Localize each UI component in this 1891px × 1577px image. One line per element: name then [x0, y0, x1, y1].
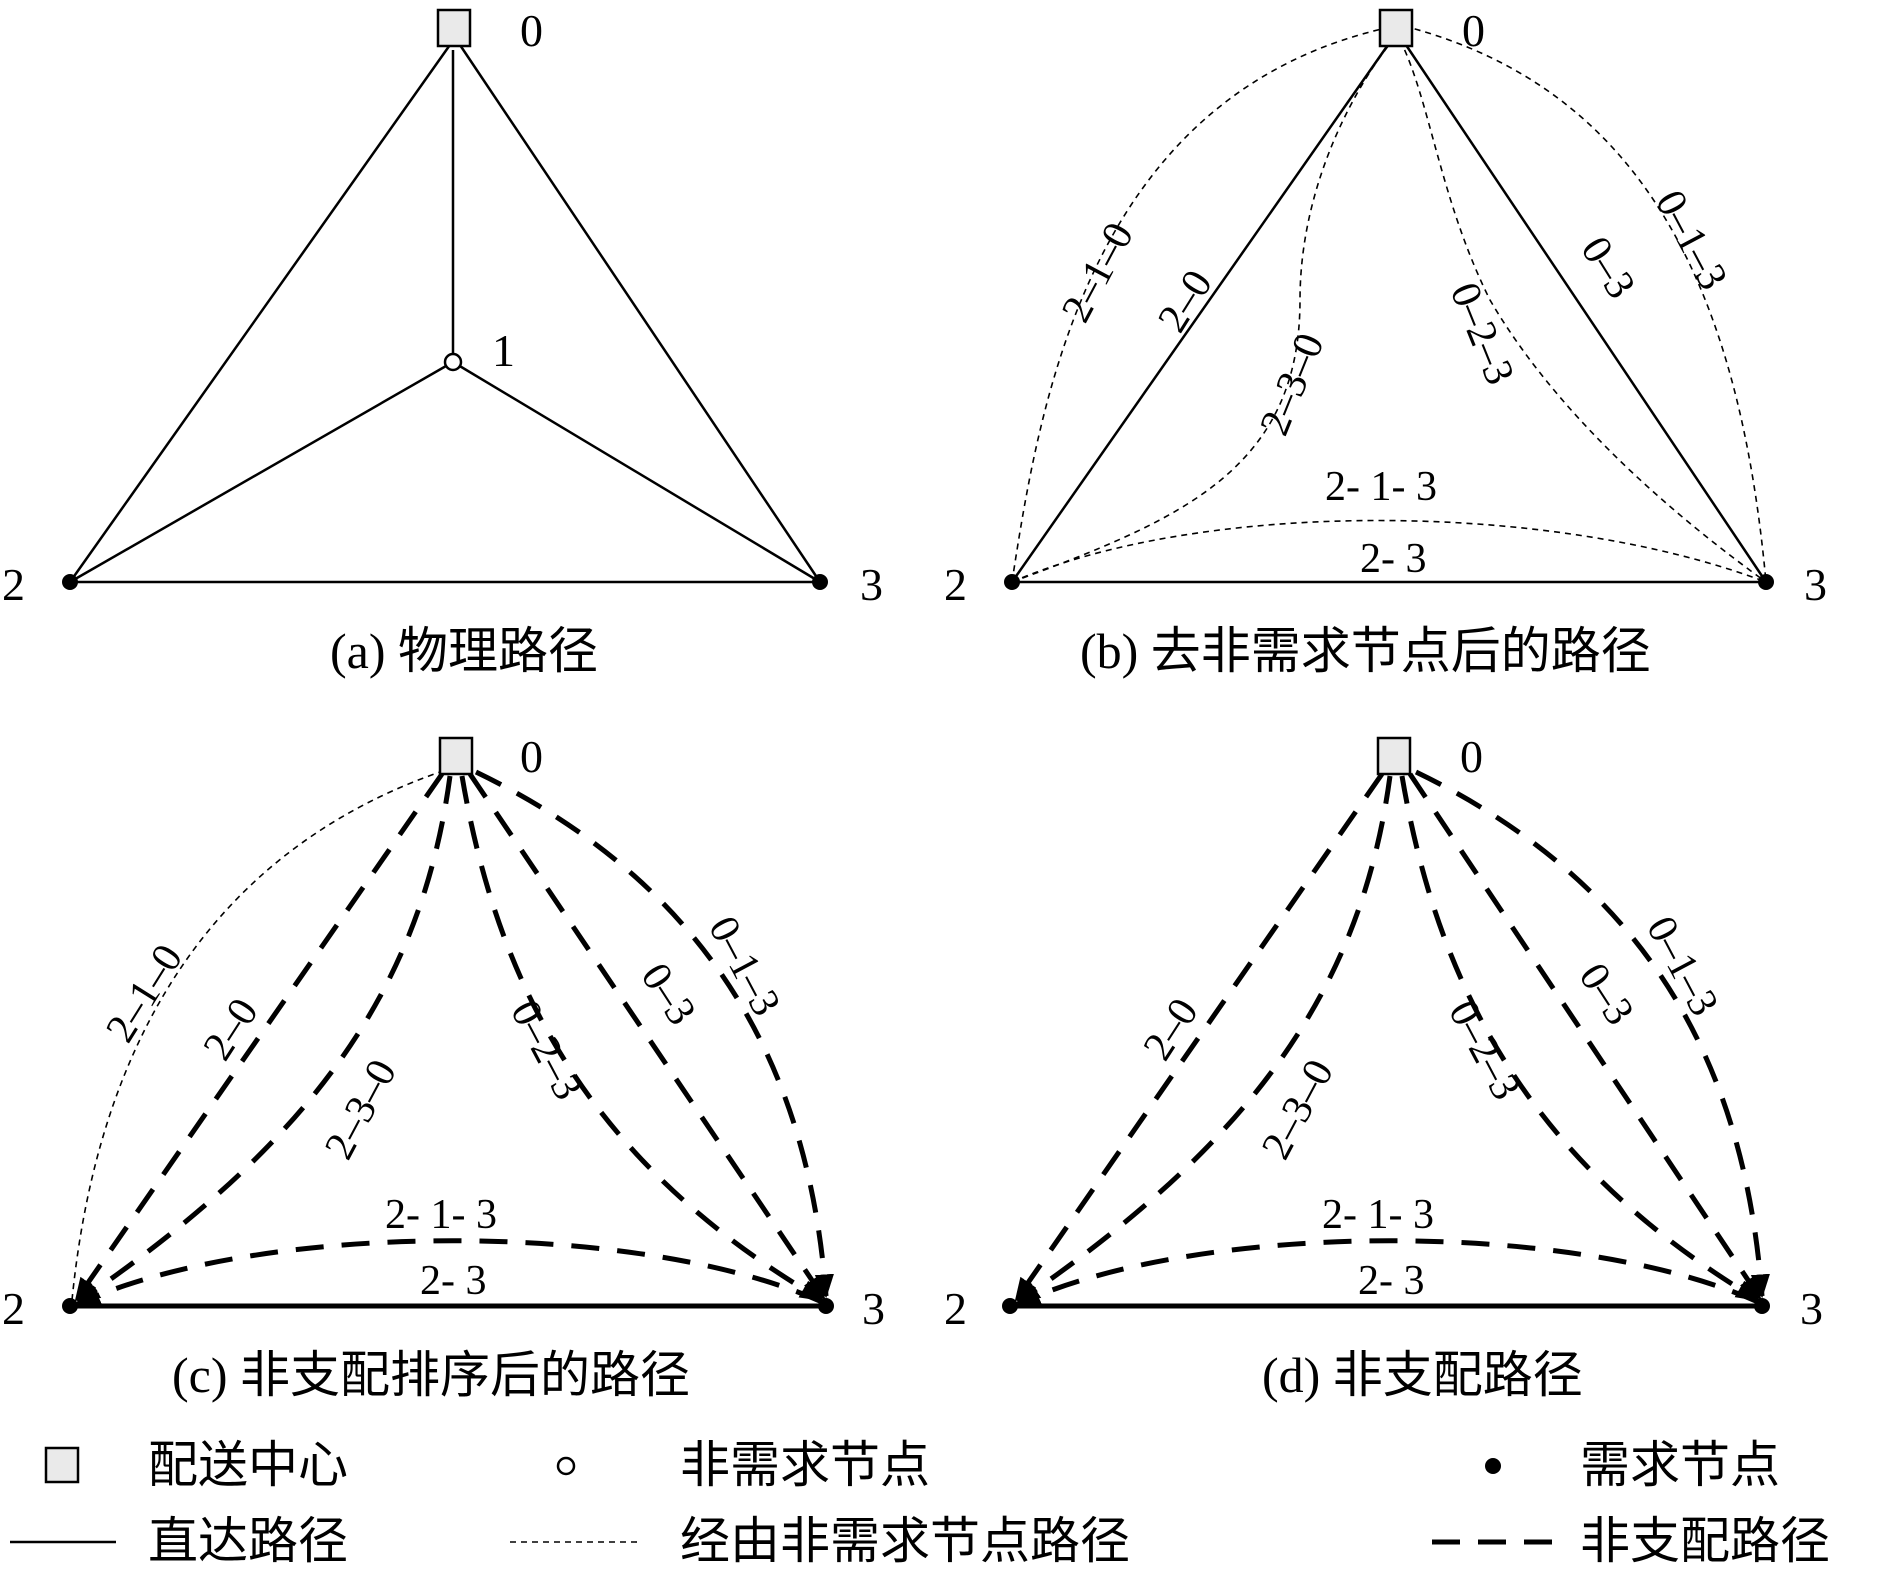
path-label-2-3: 2- 3: [420, 1258, 487, 1304]
path-2-3-0: [1011, 39, 1394, 583]
path-2-3-0: [76, 775, 453, 1305]
legend: 配送中心 非需求节点 需求节点 直达路径 经由非需求节点路径 非支配路径: [10, 1437, 1830, 1569]
legend-non-demand-node-label: 非需求节点: [680, 1437, 930, 1493]
edge-2-0: [1010, 41, 1392, 583]
path-label-0-1-3: 0–1–3: [1637, 909, 1727, 1023]
node-label-0: 0: [1462, 5, 1485, 56]
path-2-1-0: [1011, 25, 1396, 583]
demand-node-2: [62, 1298, 78, 1314]
legend-distribution-center-label: 配送中心: [148, 1437, 348, 1493]
path-0-2-3: [1399, 775, 1761, 1303]
path-0-2-3: [1399, 39, 1767, 583]
edge-0-3: [456, 41, 822, 583]
caption-c: (c) 非支配排序后的路径: [172, 1347, 690, 1403]
panel-b: 0 2 3 2–1–0 2–0 2–3–0 0–2–3 0–3 0–1–3 2-…: [944, 5, 1827, 679]
demand-node-3: [1758, 574, 1774, 590]
path-2-1-0: [71, 771, 441, 1301]
node-label-3: 3: [1800, 1283, 1823, 1334]
path-label-2-0: 2–0: [1149, 262, 1221, 340]
distribution-center-node: [1376, 736, 1412, 776]
edge-1-3: [452, 360, 821, 584]
node-label-1: 1: [492, 325, 515, 376]
path-2-0: [1013, 772, 1385, 1302]
node-label-2: 2: [2, 1283, 25, 1334]
path-label-2-3-0: 2–3–0: [316, 1052, 406, 1166]
legend-demand-node-label: 需求节点: [1580, 1437, 1780, 1493]
demand-node-2: [1004, 574, 1020, 590]
path-label-2-0: 2–0: [195, 991, 268, 1069]
node-label-0: 0: [1460, 731, 1483, 782]
node-label-3: 3: [1804, 559, 1827, 610]
legend-distribution-center-symbol: [44, 1446, 80, 1484]
path-0-1-3: [1403, 25, 1767, 583]
node-label-3: 3: [860, 559, 883, 610]
distribution-center-node: [436, 8, 472, 48]
path-label-0-1-3: 0–1–3: [699, 909, 789, 1023]
edge-1-2: [69, 360, 454, 584]
node-label-0: 0: [520, 731, 543, 782]
path-2-1-3: [1011, 519, 1767, 583]
demand-node-2: [1002, 1298, 1018, 1314]
path-0-1-3: [1414, 769, 1770, 1299]
node-label-2: 2: [944, 559, 967, 610]
path-label-0-2-3: 0–2–3: [1439, 993, 1529, 1107]
demand-node-2: [62, 574, 78, 590]
path-0-2-3: [459, 775, 825, 1303]
path-label-0-3: 0–3: [1572, 229, 1644, 307]
demand-node-3: [812, 574, 828, 590]
node-label-3: 3: [862, 1283, 885, 1334]
path-label-2-3-0: 2–3–0: [1252, 327, 1334, 442]
path-0-3: [1407, 772, 1763, 1300]
demand-node-3: [818, 1298, 834, 1314]
path-label-0-2-3: 0–2–3: [501, 993, 591, 1107]
path-label-2-0: 2–0: [1135, 991, 1208, 1069]
path-label-2-1-3: 2- 1- 3: [1325, 464, 1437, 510]
path-label-0-3: 0–3: [632, 955, 705, 1033]
caption-b: (b) 去非需求节点后的路径: [1080, 623, 1651, 679]
path-label-0-3: 0–3: [1570, 955, 1643, 1033]
caption-a: (a) 物理路径: [330, 623, 598, 679]
panel-c: 0 2 3 2–1–0 2–0 2–3–0 0–2–3 0–3 0–1–3 2-…: [2, 731, 885, 1403]
distribution-center-node: [1378, 8, 1414, 48]
path-0-3: [467, 772, 827, 1300]
path-label-2-1-3: 2- 1- 3: [385, 1192, 497, 1238]
panel-a: 0 1 2 3 (a) 物理路径: [2, 5, 883, 679]
legend-demand-node-symbol: [1485, 1458, 1501, 1474]
node-label-0: 0: [520, 5, 543, 56]
path-label-2-3: 2- 3: [1358, 1258, 1425, 1304]
legend-direct-path-label: 直达路径: [148, 1513, 348, 1569]
legend-non-dominated-path-label: 非支配路径: [1580, 1513, 1830, 1569]
distribution-center-node: [438, 736, 474, 776]
path-2-1-3: [1015, 1238, 1760, 1307]
edge-0-2: [68, 41, 454, 583]
demand-node-3: [1754, 1298, 1770, 1314]
path-2-3-0: [1016, 775, 1393, 1305]
path-0-1-3: [474, 769, 834, 1299]
non-demand-node: [443, 352, 463, 372]
panel-d: 0 2 3 2–0 2–3–0 0–2–3 0–3 0–1–3 2- 1- 3 …: [944, 731, 1823, 1403]
node-label-2: 2: [944, 1283, 967, 1334]
path-2-0: [73, 772, 445, 1302]
edge-0-3: [1402, 41, 1768, 583]
path-label-2-1-0: 2–1–0: [97, 937, 192, 1050]
legend-non-demand-node-symbol: [556, 1456, 576, 1476]
caption-d: (d) 非支配路径: [1262, 1347, 1583, 1403]
path-label-2-3-0: 2–3–0: [1253, 1052, 1343, 1166]
legend-via-non-demand-path-label: 经由非需求节点路径: [680, 1513, 1130, 1569]
path-label-2-3: 2- 3: [1360, 536, 1427, 582]
node-label-2: 2: [2, 559, 25, 610]
path-label-2-1-0: 2–1–0: [1053, 215, 1143, 329]
path-2-1-3: [75, 1238, 824, 1307]
path-label-0-1-3: 0–1–3: [1646, 183, 1736, 297]
path-label-2-1-3: 2- 1- 3: [1322, 1192, 1434, 1238]
path-label-0-2-3: 0–2–3: [1441, 277, 1523, 392]
